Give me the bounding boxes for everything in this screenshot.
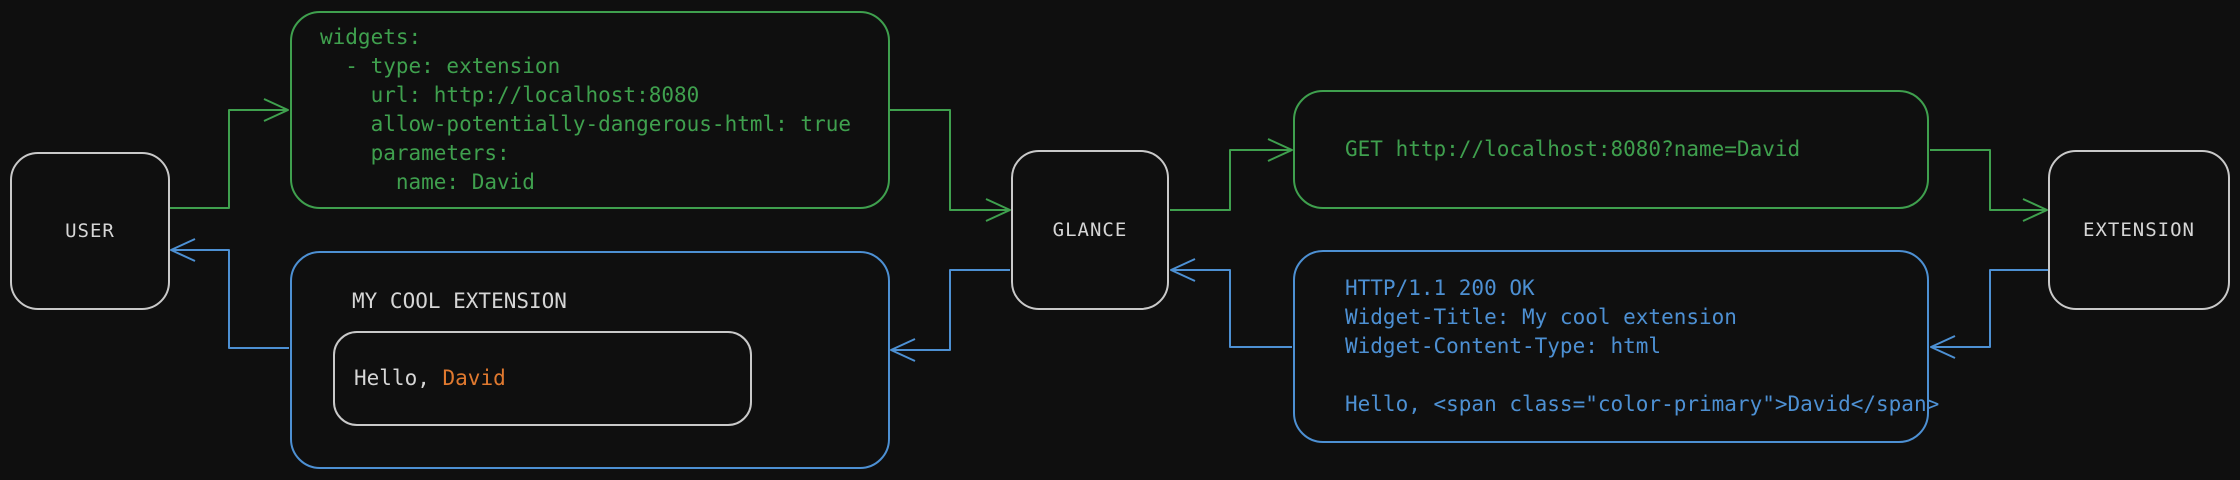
arrow-widget-to-user (170, 238, 289, 349)
config-line: widgets: (320, 25, 422, 49)
arrow-request-to-extension (1930, 149, 2048, 222)
response-line (1345, 361, 1927, 390)
request-line: GET http://localhost:8080?name=David (1345, 137, 1801, 161)
widget-preview-panel: MY COOL EXTENSION Hello, David (290, 251, 890, 469)
config-line: name: David (320, 170, 535, 194)
arrow-glance-to-widget (890, 269, 1010, 362)
response-line: Hello, <span class="color-primary">David… (1345, 392, 1940, 416)
response-line: Widget-Title: My cool extension (1345, 305, 1737, 329)
greeting-prefix: Hello, (354, 366, 443, 390)
arrow-extension-to-response (1930, 269, 2048, 359)
node-glance-label: GLANCE (1052, 219, 1128, 241)
arrow-response-to-glance (1170, 258, 1292, 348)
response-line: HTTP/1.1 200 OK (1345, 276, 1535, 300)
config-line: allow-potentially-dangerous-html: true (320, 112, 852, 136)
node-glance: GLANCE (1011, 150, 1169, 310)
config-yaml-panel: widgets: - type: extension url: http://l… (290, 11, 890, 209)
widget-greeting: Hello, David (335, 364, 506, 393)
arrow-user-to-config (170, 98, 289, 209)
http-request-panel: GET http://localhost:8080?name=David (1293, 90, 1929, 209)
config-line: url: http://localhost:8080 (320, 83, 700, 107)
node-extension: EXTENSION (2048, 150, 2230, 310)
config-line: - type: extension (320, 54, 561, 78)
arrow-config-to-glance (890, 109, 1011, 222)
greeting-name: David (442, 366, 506, 390)
node-extension-label: EXTENSION (2083, 219, 2195, 241)
config-line: parameters: (320, 141, 510, 165)
widget-content-box: Hello, David (333, 331, 752, 426)
response-line: Widget-Content-Type: html (1345, 334, 1662, 358)
node-user-label: USER (65, 220, 115, 242)
arrow-glance-to-request (1170, 138, 1293, 211)
node-user: USER (10, 152, 170, 310)
widget-title: MY COOL EXTENSION (352, 289, 567, 313)
http-response-panel: HTTP/1.1 200 OK Widget-Title: My cool ex… (1293, 250, 1940, 443)
